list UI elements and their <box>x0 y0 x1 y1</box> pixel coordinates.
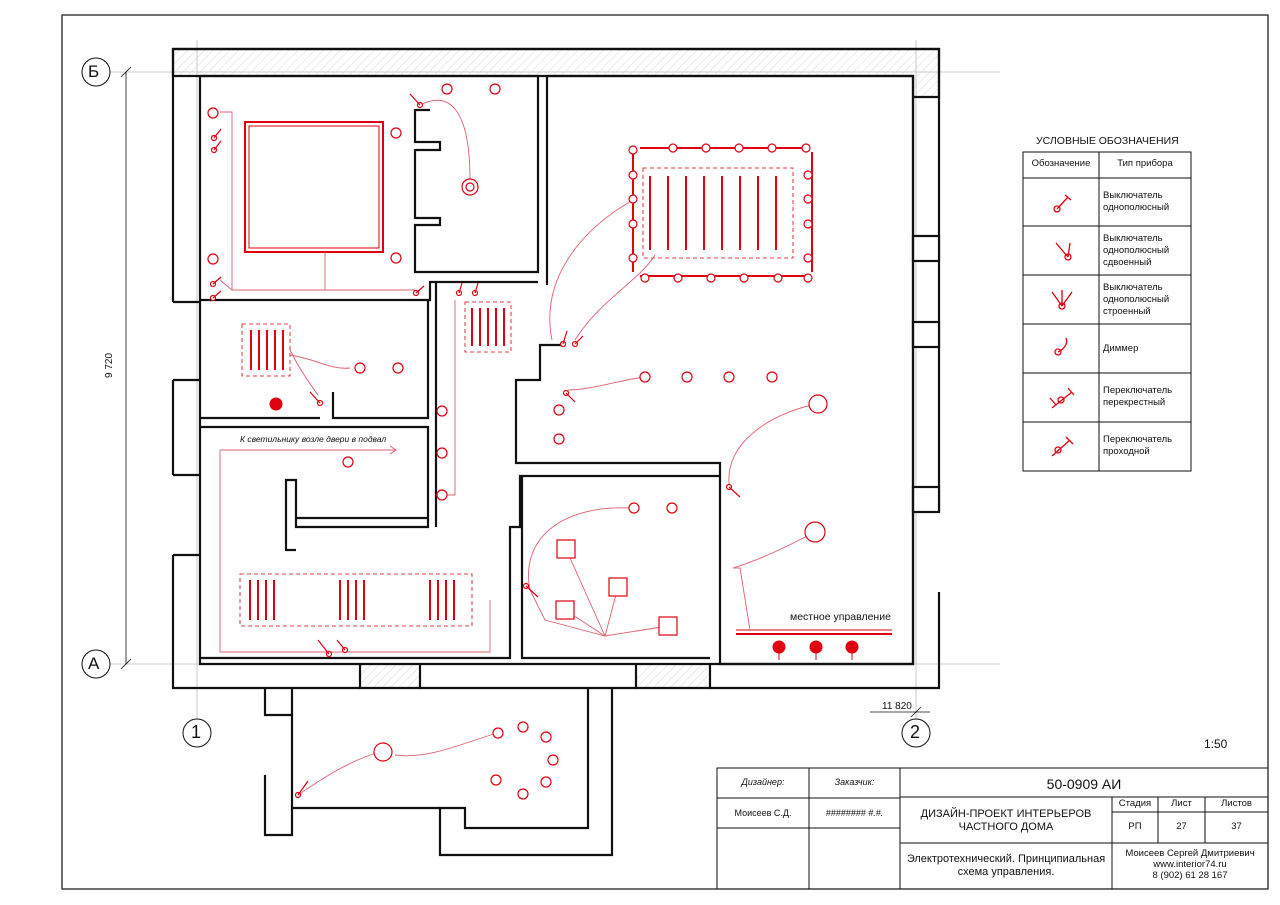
legend-row-2-line2: однополюсный <box>1103 245 1170 256</box>
project-title-line2: ЧАСТНОГО ДОМА <box>958 820 1054 833</box>
legend-col-symbol: Обозначение <box>1031 158 1091 169</box>
author-name: Моисеев Сергей Дмитриевич <box>1125 848 1255 859</box>
scale-label: 1:50 <box>1204 737 1228 751</box>
legend-row-4: Диммер <box>1103 343 1138 355</box>
legend-row-1-line2: однополюсный <box>1103 202 1170 213</box>
grid-label-1: 1 <box>191 722 202 742</box>
sheet-label: Лист <box>1171 798 1192 809</box>
legend-row-6-line1: Переключатель <box>1103 434 1173 445</box>
stage-value: РП <box>1128 821 1142 832</box>
legend-row-3: Выключатель однополюсный строенный <box>1103 282 1169 318</box>
legend-row-5-line2: перекрестный <box>1103 397 1166 408</box>
sheets-value: 37 <box>1231 821 1242 832</box>
grid-label-2: 2 <box>910 722 921 742</box>
grid-label-a: А <box>88 654 100 673</box>
dimension-lines <box>120 66 930 718</box>
dimension-height: 9 720 <box>104 352 116 379</box>
customer-label: Заказчик: <box>834 777 875 787</box>
wall-lines <box>171 47 941 857</box>
legend-row-2: Выключатель однополюсный сдвоенный <box>1103 233 1169 269</box>
legend-title: УСЛОВНЫЕ ОБОЗНАЧЕНИЯ <box>1036 135 1179 147</box>
legend-row-1: Выключатель однополюсный <box>1103 190 1169 214</box>
legend-row-2-line1: Выключатель <box>1103 233 1163 244</box>
legend-row-6: Переключатель проходной <box>1103 434 1172 458</box>
legend-row-5: Переключатель перекрестный <box>1103 385 1172 409</box>
legend-row-3-line3: строенный <box>1103 306 1151 317</box>
designer-name: Моисеев С.Д. <box>734 808 792 818</box>
project-title-line1: ДИЗАЙН-ПРОЕКТ ИНТЕРЬЕРОВ <box>920 808 1092 820</box>
description-line2: схема управления. <box>957 865 1055 878</box>
drawing-frame <box>61 14 1269 890</box>
sheets-label: Листов <box>1221 798 1252 809</box>
legend-row-5-line1: Переключатель <box>1103 385 1173 396</box>
legend-row-2-line3: сдвоенный <box>1103 257 1152 268</box>
basement-note: К светильнику возле двери в подвал <box>240 434 387 444</box>
author-info: Моисеев Сергей Дмитриевич www.interior74… <box>1112 848 1268 882</box>
dimension-width: 11 820 <box>882 701 912 712</box>
legend-symbols <box>1049 194 1075 457</box>
drawing-description: Электротехнический. Принципиальная схема… <box>900 853 1112 878</box>
stage-label: Стадия <box>1118 798 1152 809</box>
electrical-layout <box>207 83 892 800</box>
legend-row-4-line1: Диммер <box>1103 343 1139 354</box>
project-code: 50-0909 АИ <box>1046 776 1122 792</box>
grid-label-b: Б <box>88 62 100 81</box>
legend-row-6-line2: проходной <box>1103 446 1150 457</box>
legend-table <box>1022 151 1192 472</box>
customer-name: ######## #.#. <box>825 808 884 818</box>
legend-row-3-line1: Выключатель <box>1103 282 1163 293</box>
author-website: www.interior74.ru <box>1153 858 1227 870</box>
legend-col-type: Тип прибора <box>1117 158 1173 169</box>
walls <box>171 47 941 690</box>
title-block-lines <box>716 767 1269 890</box>
project-title: ДИЗАЙН-ПРОЕКТ ИНТЕРЬЕРОВ ЧАСТНОГО ДОМА <box>900 808 1112 833</box>
designer-label: Дизайнер: <box>741 777 785 787</box>
local-control-label: местное управление <box>790 611 891 623</box>
description-line1: Электротехнический. Принципиальная <box>906 853 1106 865</box>
grid-bubbles <box>81 57 931 748</box>
legend-row-3-line2: однополюсный <box>1103 294 1170 305</box>
legend-row-1-line1: Выключатель <box>1103 190 1163 201</box>
author-phone: 8 (902) 61 28 167 <box>1152 869 1228 881</box>
sheet-value: 27 <box>1176 821 1187 832</box>
